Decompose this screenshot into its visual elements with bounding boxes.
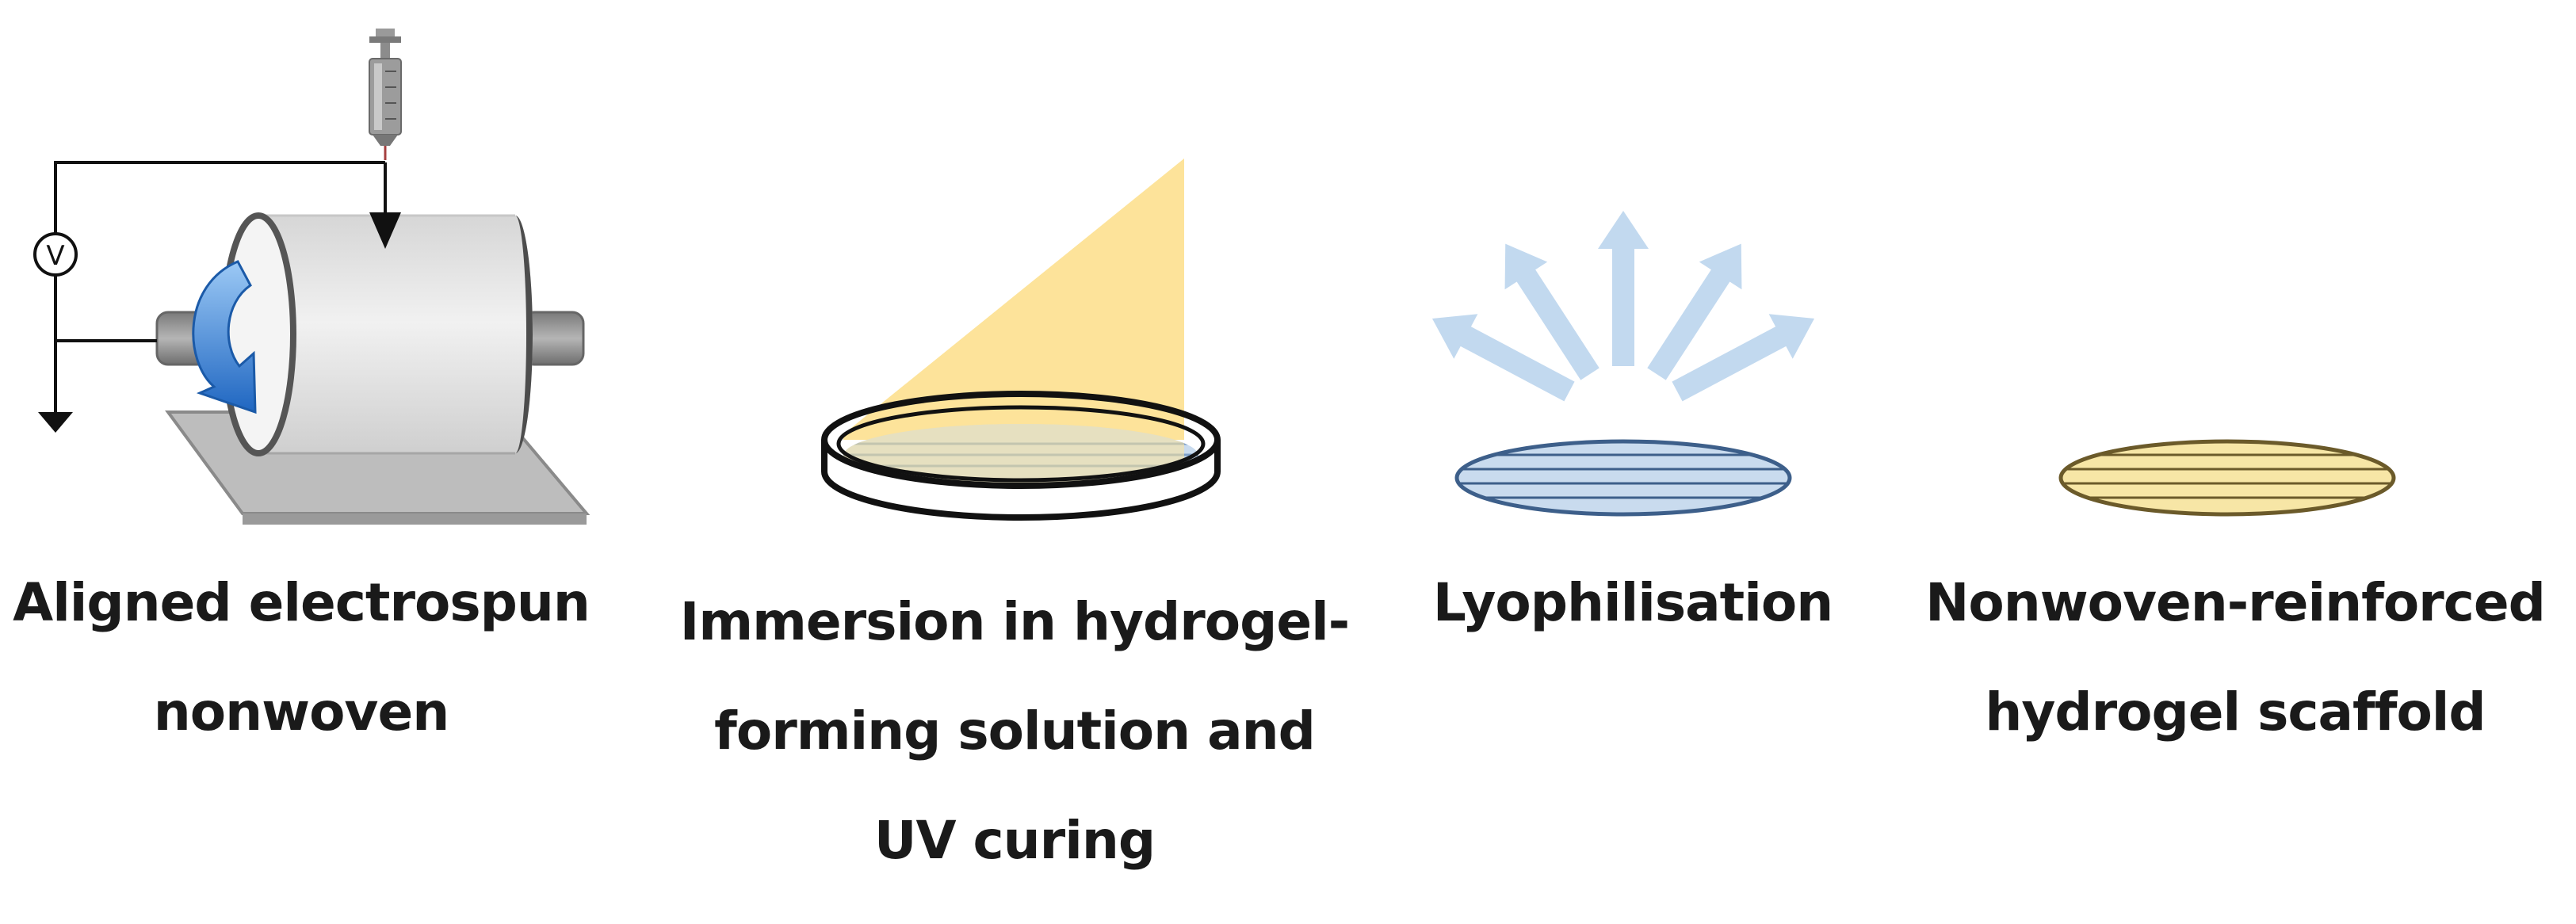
process-diagram: V — [33, 29, 2396, 525]
immersion-setup — [821, 158, 1221, 521]
caption-line: forming solution and — [714, 701, 1316, 762]
scaffold-icon — [2058, 439, 2396, 517]
rotation-arrow-icon — [192, 260, 257, 414]
collector-drum — [227, 216, 533, 453]
caption-line: nonwoven — [153, 682, 449, 743]
sublimation-arrows-icon — [1431, 211, 1815, 402]
caption-electrospinning: Aligned electrospun nonwoven — [8, 577, 594, 796]
uv-light-icon — [843, 158, 1184, 452]
scaffold-setup — [2058, 439, 2396, 517]
caption-scaffold: Nonwoven-reinforced hydrogel scaffold — [1894, 577, 2576, 796]
caption-line: UV curing — [873, 810, 1156, 871]
caption-line: hydrogel scaffold — [1985, 682, 2486, 743]
voltmeter-label: V — [46, 240, 64, 272]
caption-lyophilisation: Lyophilisation — [1403, 577, 1863, 686]
high-voltage-circuit — [54, 161, 387, 414]
petri-dish-icon — [821, 391, 1221, 489]
base-plate-edge — [243, 514, 587, 525]
caption-immersion: Immersion in hydrogel- forming solution … — [658, 596, 1371, 924]
caption-line: Immersion in hydrogel- — [679, 591, 1350, 652]
caption-line: Nonwoven-reinforced — [1925, 572, 2546, 633]
electrospinning-setup: V — [33, 29, 590, 525]
ground-arrow-icon — [38, 412, 73, 433]
caption-line: Aligned electrospun — [13, 572, 590, 633]
drum-left-face — [220, 212, 296, 456]
syringe-icon — [369, 29, 402, 160]
jet-arrow-icon — [369, 212, 401, 249]
caption-line: Lyophilisation — [1432, 572, 1833, 633]
drum-right-rim — [515, 216, 533, 453]
frozen-sample-icon — [1454, 439, 1792, 517]
lyophilisation-setup — [1431, 211, 1815, 517]
voltmeter-icon — [33, 232, 78, 277]
